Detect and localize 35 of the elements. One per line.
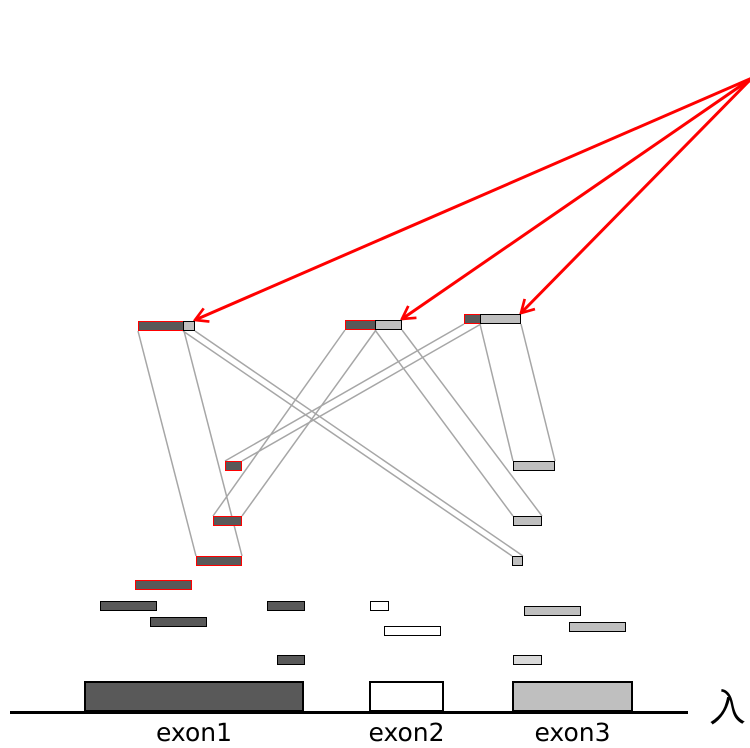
read-bar [225, 461, 242, 471]
read-bar [524, 606, 581, 616]
axis-label: 入 [710, 688, 746, 728]
arrow [194, 76, 750, 323]
read-bar [375, 320, 402, 330]
read-bar [277, 655, 305, 665]
read-bar [135, 580, 192, 590]
exon-label: exon3 [534, 718, 610, 748]
read-bar [345, 320, 376, 330]
alignment-line [241, 330, 377, 516]
read-bar [267, 601, 305, 611]
exon-label: exon2 [368, 718, 445, 748]
read-bar [138, 321, 184, 331]
read-bar [196, 556, 242, 566]
read-bar [150, 617, 207, 627]
read-bar [513, 655, 542, 665]
read-bar [370, 601, 389, 611]
exon-label: exon1 [156, 718, 232, 748]
alignment-line [520, 324, 556, 462]
alignment-line [401, 330, 543, 516]
read-bar [513, 516, 542, 526]
alignment-line [183, 330, 243, 556]
alignment-line [137, 330, 197, 556]
read-bar [512, 556, 523, 566]
alignment-line [479, 324, 514, 462]
read-bar [569, 622, 626, 632]
read-bar [513, 461, 555, 471]
read-bar [384, 626, 441, 636]
alignment-line [212, 330, 346, 516]
alignment-line [374, 330, 514, 516]
read-bar [464, 314, 481, 324]
read-bar [100, 601, 157, 611]
read-bar [213, 516, 242, 526]
read-bar [480, 314, 521, 324]
read-bar [183, 321, 195, 331]
